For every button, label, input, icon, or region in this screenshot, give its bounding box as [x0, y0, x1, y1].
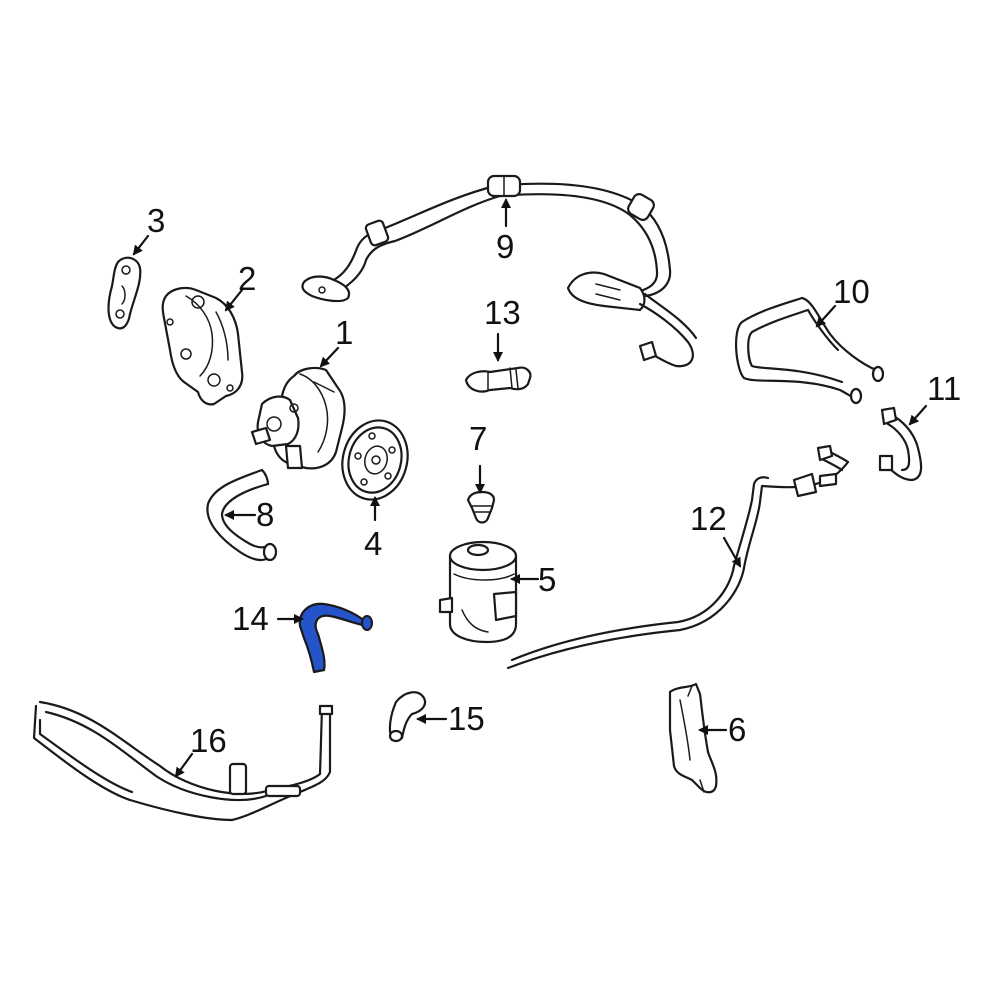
callout-labels: 1 2 3 4 5 6 7 8 9 10 11 12 13 14 15 16	[147, 202, 961, 759]
callout-16: 16	[190, 722, 227, 759]
part-13-connector[interactable]	[464, 366, 532, 393]
part-7-cap[interactable]	[466, 490, 496, 524]
part-15-small-hose[interactable]	[388, 691, 427, 743]
part-11-hose[interactable]	[878, 406, 923, 482]
part-10-return-hose[interactable]	[734, 296, 885, 405]
part-14-hose-highlighted[interactable]	[298, 602, 373, 674]
leader-2	[224, 288, 244, 312]
part-2-bracket[interactable]	[161, 286, 244, 406]
callout-5: 5	[538, 561, 556, 598]
leader-10	[815, 304, 837, 328]
callout-9: 9	[496, 228, 514, 265]
callout-4: 4	[364, 525, 382, 562]
leader-11	[908, 404, 928, 426]
callout-11: 11	[927, 370, 961, 407]
callout-7: 7	[469, 420, 487, 457]
callout-2: 2	[238, 260, 256, 297]
leader-12	[722, 536, 742, 568]
callout-15: 15	[448, 700, 485, 737]
callout-3: 3	[147, 202, 165, 239]
part-1-power-steering-pump[interactable]	[250, 366, 346, 470]
part-8-hose[interactable]	[206, 468, 278, 562]
leader-arrows	[132, 198, 928, 778]
part-12-cooler-pipe[interactable]	[506, 444, 850, 670]
part-16-cooler-line[interactable]	[32, 700, 334, 822]
part-6-bracket[interactable]	[668, 682, 718, 794]
callout-14: 14	[232, 600, 269, 637]
leader-16	[174, 752, 194, 778]
leader-1	[319, 346, 340, 368]
part-5-reservoir[interactable]	[438, 540, 518, 644]
callout-13: 13	[484, 294, 521, 331]
callout-10: 10	[833, 273, 870, 310]
part-4-pulley[interactable]	[334, 413, 417, 507]
callout-6: 6	[728, 711, 746, 748]
callout-8: 8	[256, 496, 274, 533]
callout-12: 12	[690, 500, 727, 537]
callout-1: 1	[335, 314, 353, 351]
leader-3	[132, 234, 150, 256]
part-9-pressure-hose[interactable]	[301, 174, 698, 368]
part-3-gasket[interactable]	[107, 256, 142, 330]
